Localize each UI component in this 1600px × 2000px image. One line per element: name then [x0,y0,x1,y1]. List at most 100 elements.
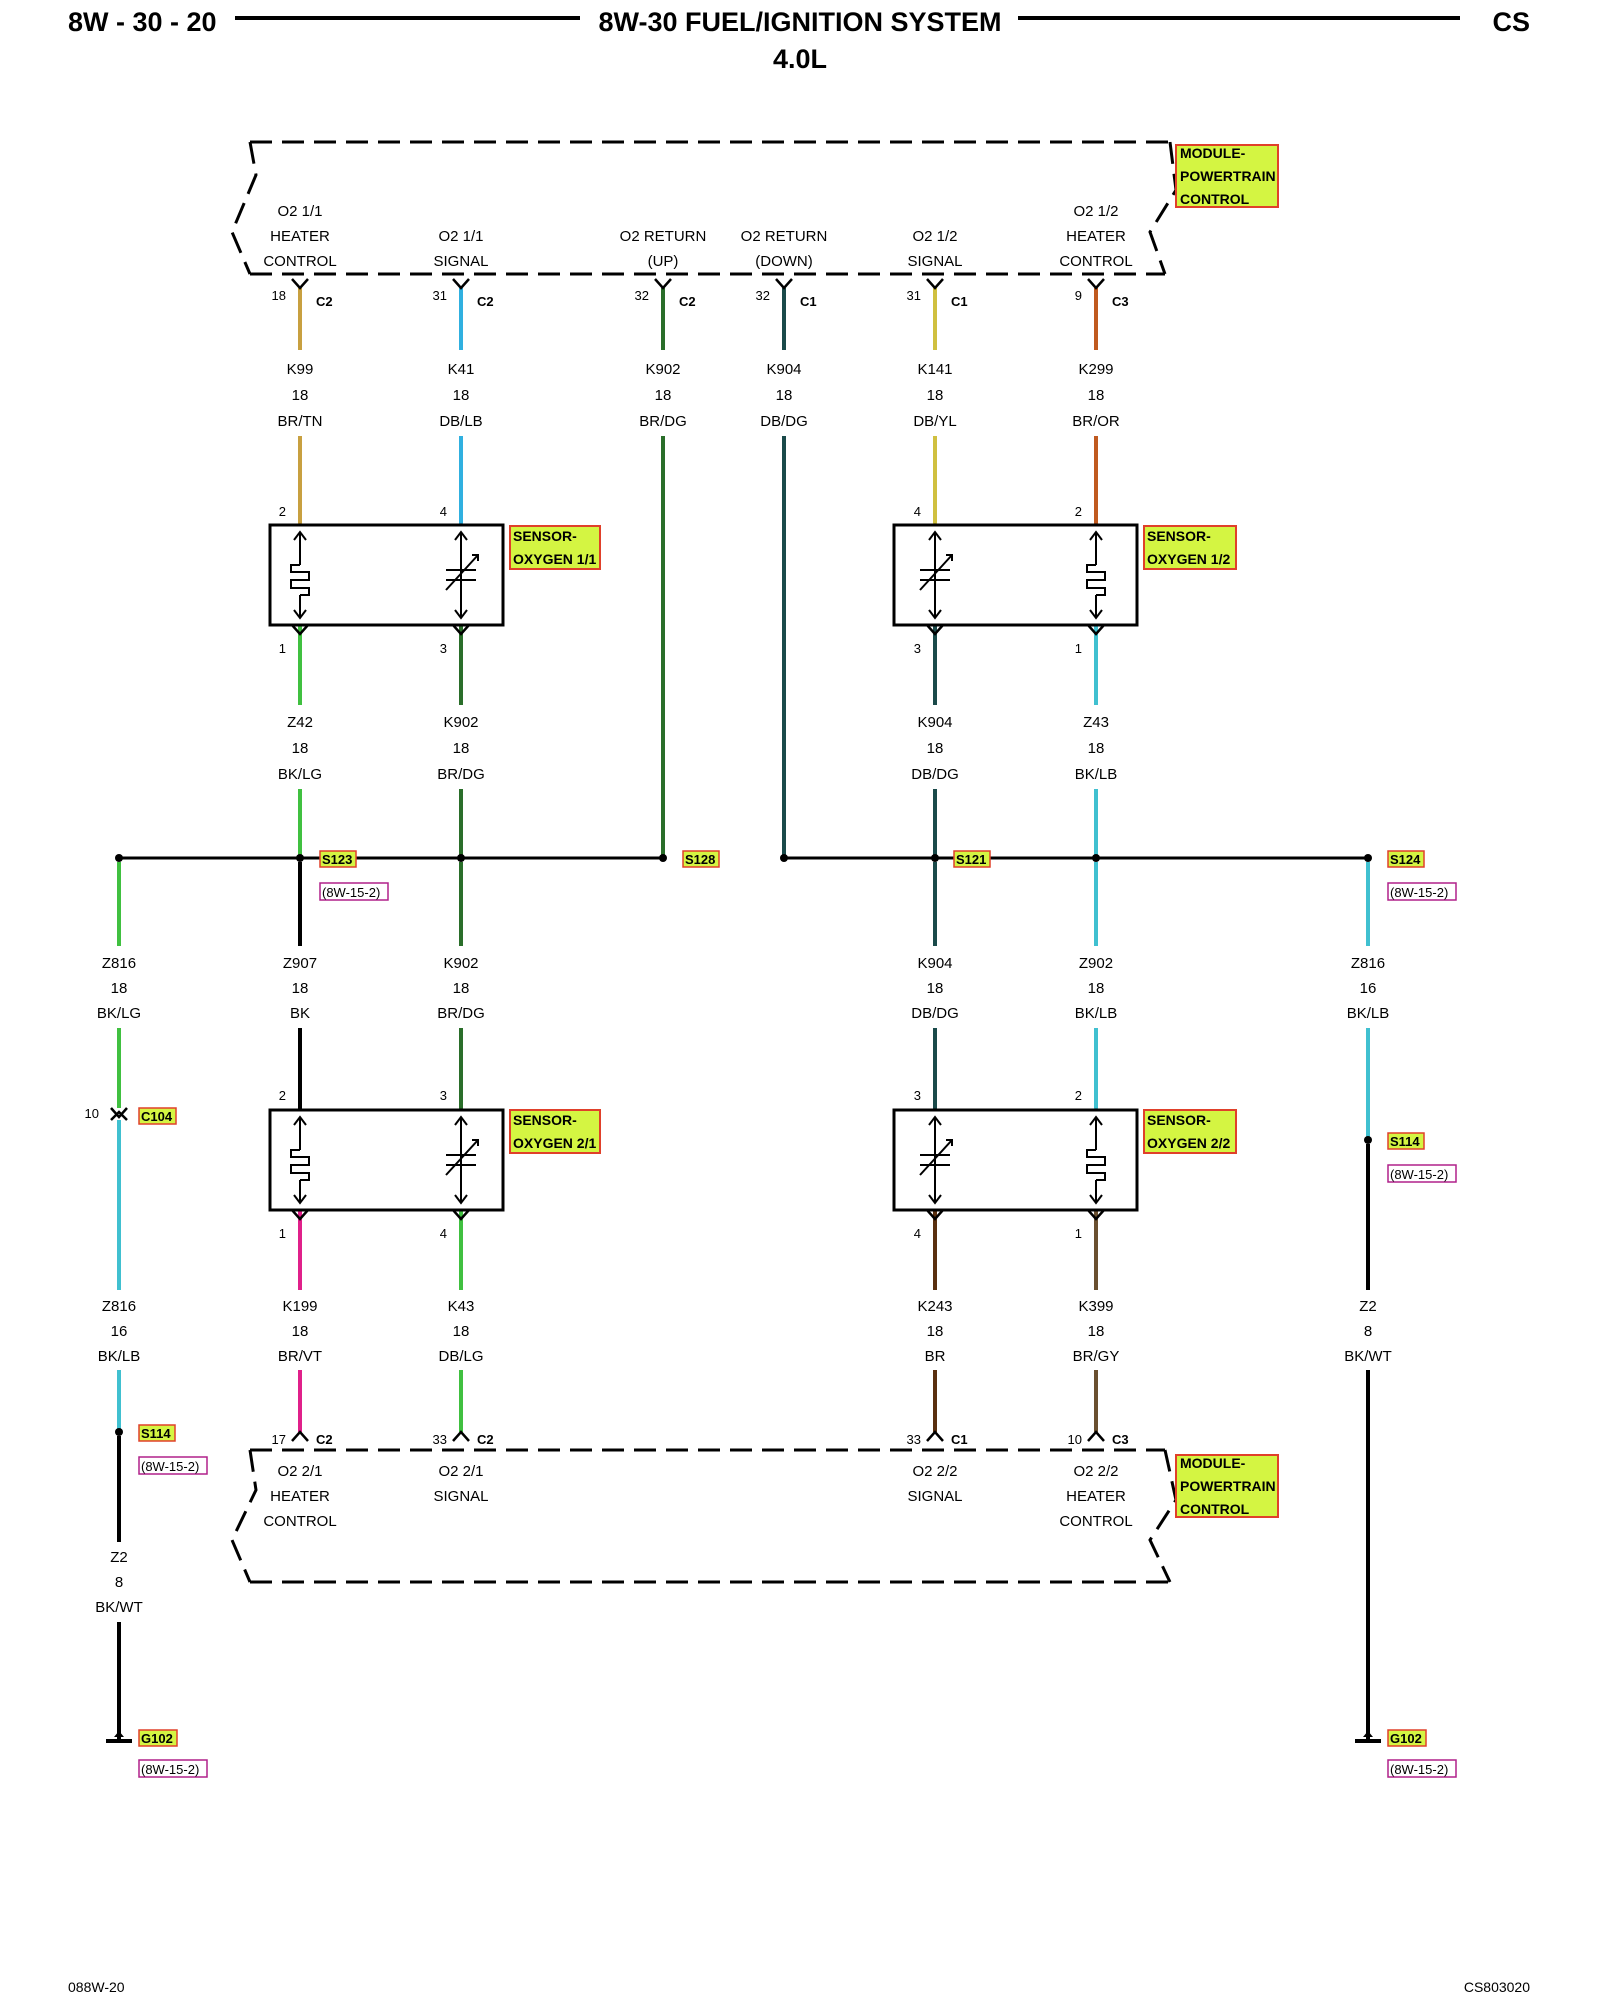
svg-text:DB/DG: DB/DG [760,413,808,430]
svg-text:BK/LB: BK/LB [1075,1005,1118,1022]
svg-text:17: 17 [272,1432,286,1447]
svg-text:Z2: Z2 [110,1549,128,1566]
svg-text:3: 3 [914,1088,921,1103]
pcm-top-terminals: O2 1/1 HEATER CONTROL O2 1/1 SIGNAL O2 R… [263,203,1132,270]
svg-text:C3: C3 [1112,294,1129,309]
svg-text:K902: K902 [645,361,680,378]
svg-text:Z907: Z907 [283,955,317,972]
splice-s114-right: S114 (8W-15-2) [1364,1132,1457,1183]
footer-right: CS803020 [1464,1979,1530,1995]
svg-text:CONTROL: CONTROL [1059,1513,1132,1530]
svg-text:18: 18 [776,387,793,404]
svg-text:K141: K141 [917,361,952,378]
svg-text:C2: C2 [316,294,333,309]
svg-text:OXYGEN 2/1: OXYGEN 2/1 [513,1135,596,1151]
sensor-oxygen-1-1: 2 4 1 3 SENSOR- OXYGEN 1/1 [268,504,601,656]
page-code: CS [1492,7,1530,37]
svg-text:BR: BR [925,1348,946,1365]
svg-text:3: 3 [440,641,447,656]
connector-c104: 10 C104 [85,1106,177,1125]
svg-text:BR/TN: BR/TN [278,413,323,430]
pcm-top-frame [230,140,1178,276]
svg-text:O2 1/1: O2 1/1 [438,228,483,245]
ground-g102-right: G102 (8W-15-2) [1355,1729,1457,1778]
svg-text:S124: S124 [1390,852,1421,867]
connector-fork-icon [452,278,470,290]
variable-resistor-icon [445,530,479,620]
svg-text:SIGNAL: SIGNAL [907,1488,962,1505]
svg-text:C3: C3 [1112,1432,1129,1447]
svg-text:BK/LB: BK/LB [1347,1005,1390,1022]
svg-text:K904: K904 [917,714,952,731]
svg-text:(8W-15-2): (8W-15-2) [322,885,380,900]
svg-text:DB/DG: DB/DG [911,766,959,783]
svg-text:K199: K199 [282,1298,317,1315]
pcm-top-label: MODULE- POWERTRAIN CONTROL [1175,144,1279,208]
connector-fork-icon [1087,1430,1105,1442]
svg-text:18: 18 [453,1323,470,1340]
svg-text:C1: C1 [951,294,968,309]
svg-text:K399: K399 [1078,1298,1113,1315]
svg-text:DB/DG: DB/DG [911,1005,959,1022]
svg-text:18: 18 [927,1323,944,1340]
svg-text:K99: K99 [287,361,314,378]
svg-text:OXYGEN 2/2: OXYGEN 2/2 [1147,1135,1230,1151]
svg-text:S114: S114 [1390,1134,1420,1149]
wires [117,278,1370,1741]
svg-text:BR/DG: BR/DG [437,1005,485,1022]
ground-icon [114,1731,124,1737]
variable-resistor-icon [445,1115,479,1205]
svg-text:C104: C104 [141,1109,173,1124]
svg-text:CONTROL: CONTROL [263,1513,336,1530]
page-id: 8W - 30 - 20 [68,7,217,37]
svg-text:HEATER: HEATER [1066,1488,1126,1505]
svg-text:G102: G102 [141,1731,173,1746]
svg-text:1: 1 [1075,1226,1082,1241]
svg-text:O2 1/2: O2 1/2 [1073,203,1118,220]
connector-fork-icon [452,624,470,636]
svg-text:(8W-15-2): (8W-15-2) [1390,885,1448,900]
variable-resistor-icon [919,1115,953,1205]
pcm-bottom-label: MODULE- POWERTRAIN CONTROL [1175,1454,1279,1518]
svg-text:4: 4 [914,1226,921,1241]
svg-text:POWERTRAIN: POWERTRAIN [1180,1478,1276,1494]
variable-resistor-icon [919,530,953,620]
svg-text:Z42: Z42 [287,714,313,731]
svg-text:4: 4 [440,504,447,519]
svg-text:31: 31 [433,288,447,303]
svg-text:C2: C2 [477,294,494,309]
page-subtitle: 4.0L [773,44,827,74]
ground-g102-left: G102 (8W-15-2) [106,1729,208,1778]
connector-fork-icon [926,278,944,290]
svg-text:Z816: Z816 [1351,955,1385,972]
connector-fork-icon [654,278,672,290]
svg-text:18: 18 [1088,740,1105,757]
svg-text:DB/LB: DB/LB [439,413,482,430]
connector-fork-icon [291,278,309,290]
pcm-bottom-pins: 17 C2 33 C2 33 C1 10 C3 [272,1432,1129,1447]
svg-text:O2 2/2: O2 2/2 [1073,1463,1118,1480]
connector-fork-icon [1087,1209,1105,1221]
svg-text:32: 32 [756,288,770,303]
svg-text:4: 4 [914,504,921,519]
svg-text:S128: S128 [685,852,715,867]
svg-text:O2 RETURN: O2 RETURN [741,228,828,245]
svg-text:BK/LB: BK/LB [1075,766,1118,783]
connector-fork-icon [926,1430,944,1442]
svg-text:OXYGEN 1/2: OXYGEN 1/2 [1147,551,1230,567]
svg-text:K902: K902 [443,955,478,972]
splice-s121: S121 [953,850,991,868]
footer-left: 088W-20 [68,1979,125,1995]
heater-element-icon [1086,1115,1106,1205]
svg-text:S114: S114 [141,1426,171,1441]
svg-text:CONTROL: CONTROL [1059,253,1132,270]
svg-text:K904: K904 [766,361,801,378]
svg-text:SENSOR-: SENSOR- [513,528,577,544]
svg-text:SENSOR-: SENSOR- [513,1112,577,1128]
svg-text:G102: G102 [1390,1731,1422,1746]
svg-text:C1: C1 [800,294,817,309]
connector-fork-icon [452,1209,470,1221]
svg-text:DB/YL: DB/YL [913,413,956,430]
svg-text:18: 18 [453,980,470,997]
splice-row: S123 (8W-15-2) S128 S121 S124 (8W-15-2) [115,850,1457,901]
